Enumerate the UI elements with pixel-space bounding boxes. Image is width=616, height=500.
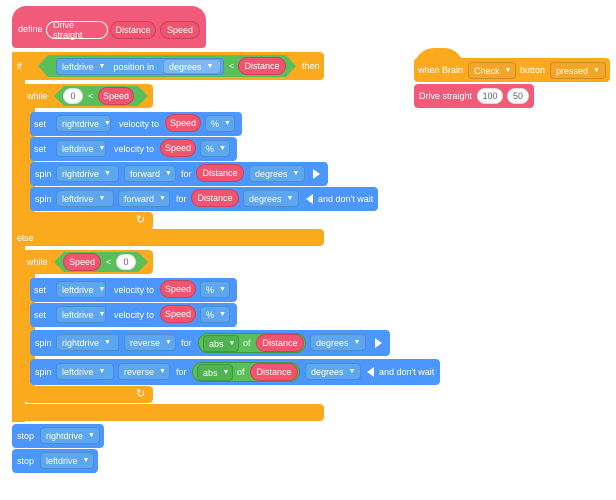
unit-dropdown[interactable]: degrees▼	[310, 334, 366, 351]
speed-param[interactable]: Speed	[165, 114, 201, 132]
while2-operator: <	[106, 257, 112, 267]
define-param-distance[interactable]: Distance	[110, 21, 156, 39]
if-block-bottom	[12, 404, 324, 421]
chevron-down-icon: ▼	[104, 339, 111, 346]
while2-arm	[25, 250, 35, 402]
back-arrow-icon	[306, 194, 313, 204]
chevron-down-icon: ▼	[228, 340, 236, 347]
chevron-down-icon: ▼	[159, 368, 166, 375]
chevron-down-icon: ▼	[353, 339, 361, 346]
motor-dropdown[interactable]: leftdrive▼	[56, 306, 106, 323]
if-operator: <	[229, 61, 235, 71]
call-arg-distance[interactable]: 100	[477, 88, 503, 104]
if-rhs-distance[interactable]: Distance	[238, 57, 286, 75]
loop-arrow-icon: ↻	[136, 214, 146, 226]
chevron-down-icon: ▼	[98, 63, 106, 70]
chevron-down-icon: ▼	[504, 67, 512, 74]
chevron-down-icon: ▼	[219, 145, 226, 152]
distance-param[interactable]: Distance	[250, 363, 298, 381]
motor-dropdown[interactable]: rightdrive▼	[40, 427, 100, 444]
chevron-down-icon: ▼	[206, 63, 214, 70]
play-icon	[375, 338, 382, 348]
chevron-down-icon: ▼	[165, 339, 172, 346]
while1-operator: <	[88, 91, 94, 101]
abs-dropdown[interactable]: abs▼	[197, 364, 233, 381]
chevron-down-icon: ▼	[104, 170, 111, 177]
then-keyword: then	[302, 61, 320, 71]
chevron-down-icon: ▼	[593, 67, 600, 74]
play-icon	[313, 169, 320, 179]
chevron-down-icon: ▼	[219, 311, 226, 318]
chevron-down-icon: ▼	[98, 311, 106, 318]
percent-dropdown[interactable]: %▼	[200, 140, 230, 157]
back-arrow-icon	[367, 367, 374, 377]
unit-dropdown[interactable]: degrees▼	[243, 190, 299, 207]
brain-button-dropdown[interactable]: Check▼	[468, 62, 516, 79]
speed-param[interactable]: Speed	[160, 305, 196, 323]
unit-dropdown[interactable]: degrees▼	[305, 363, 361, 380]
abs-dropdown[interactable]: abs▼	[203, 335, 239, 352]
direction-dropdown[interactable]: reverse▼	[124, 334, 176, 351]
loop-arrow-icon: ↻	[136, 388, 146, 400]
else-bar[interactable]	[12, 229, 324, 246]
distance-param[interactable]: Distance	[191, 189, 239, 207]
direction-dropdown[interactable]: forward▼	[124, 165, 176, 182]
dont-wait-label: and don't wait	[379, 367, 435, 377]
motor-dropdown[interactable]: leftdrive▼	[56, 363, 114, 380]
percent-dropdown[interactable]: %▼	[200, 281, 230, 298]
chevron-down-icon: ▼	[98, 286, 106, 293]
while1-bottom	[25, 212, 153, 230]
unit-dropdown[interactable]: degrees▼	[249, 165, 305, 182]
motor-dropdown[interactable]: leftdrive▼	[40, 452, 94, 469]
button-label: button	[520, 65, 546, 75]
while2-rhs[interactable]: 0	[116, 254, 136, 270]
define-keyword: define	[18, 24, 43, 34]
motor-dropdown[interactable]: rightdrive▼	[56, 334, 119, 351]
distance-param[interactable]: Distance	[196, 164, 244, 182]
chevron-down-icon: ▼	[165, 170, 172, 177]
chevron-down-icon: ▼	[219, 286, 226, 293]
speed-param[interactable]: Speed	[160, 139, 196, 157]
button-state-dropdown[interactable]: pressed▼	[550, 62, 606, 79]
chevron-down-icon: ▼	[98, 145, 106, 152]
chevron-down-icon: ▼	[159, 195, 166, 202]
motor-dropdown[interactable]: leftdrive▼	[56, 281, 106, 298]
call-arg-speed[interactable]: 50	[507, 88, 529, 104]
define-param-speed[interactable]: Speed	[160, 21, 200, 39]
percent-dropdown[interactable]: %▼	[205, 115, 235, 132]
direction-dropdown[interactable]: forward▼	[118, 190, 170, 207]
call-label: Drive straight	[419, 91, 473, 101]
while1-rhs-speed[interactable]: Speed	[98, 87, 134, 105]
motor-dropdown[interactable]: rightdrive▼	[56, 115, 111, 132]
when-brain-label: when Brain	[418, 65, 464, 75]
chevron-down-icon: ▼	[222, 369, 230, 376]
else-keyword: else	[17, 233, 34, 243]
distance-param[interactable]: Distance	[256, 334, 304, 352]
chevron-down-icon: ▼	[104, 120, 111, 127]
define-name: Drive straight	[53, 20, 83, 40]
motor-dropdown[interactable]: leftdrive▼	[56, 190, 114, 207]
while1-keyword: while	[27, 91, 48, 101]
chevron-down-icon: ▼	[98, 368, 106, 375]
chevron-down-icon: ▼	[88, 432, 95, 439]
if-keyword: if	[17, 61, 22, 71]
direction-dropdown[interactable]: reverse▼	[118, 363, 170, 380]
chevron-down-icon: ▼	[292, 170, 300, 177]
motor-dropdown[interactable]: leftdrive▼	[56, 140, 106, 157]
chevron-down-icon: ▼	[348, 368, 356, 375]
if-unit-dropdown[interactable]: degrees▼	[163, 59, 221, 74]
chevron-down-icon: ▼	[286, 195, 294, 202]
dont-wait-label: and don't wait	[318, 194, 374, 204]
while1-lhs[interactable]: 0	[63, 88, 83, 104]
motor-dropdown[interactable]: rightdrive▼	[56, 165, 119, 182]
while2-lhs-speed[interactable]: Speed	[63, 253, 101, 271]
chevron-down-icon: ▼	[82, 457, 90, 464]
chevron-down-icon: ▼	[98, 195, 106, 202]
chevron-down-icon: ▼	[224, 120, 231, 127]
while2-keyword: while	[27, 257, 48, 267]
speed-param[interactable]: Speed	[160, 280, 196, 298]
percent-dropdown[interactable]: %▼	[200, 306, 230, 323]
while2-bottom	[25, 386, 153, 403]
define-name-field[interactable]: Drive straight	[46, 20, 108, 40]
